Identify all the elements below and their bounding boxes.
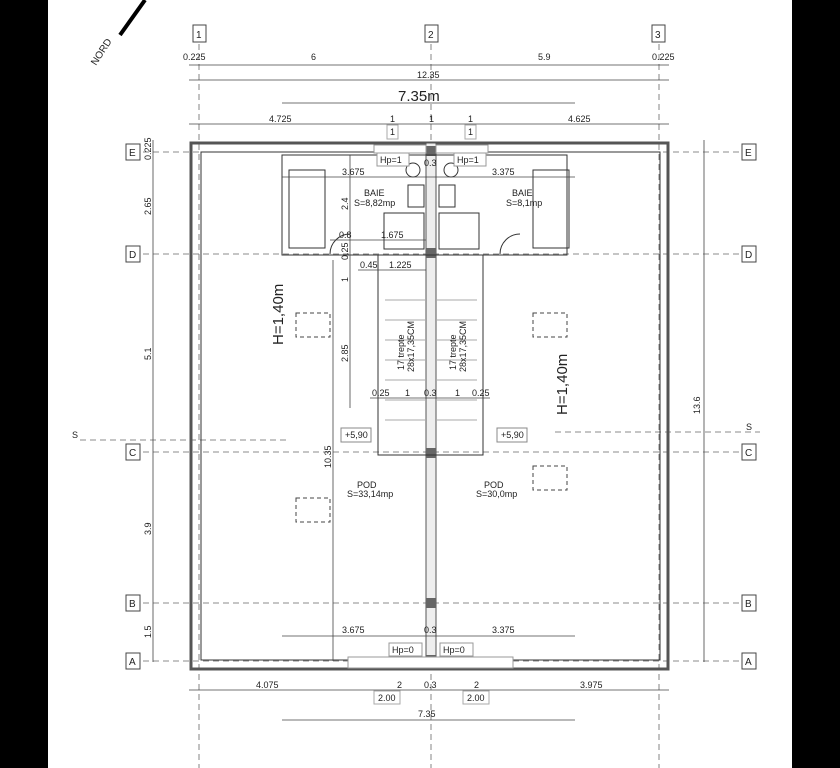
- washer-right-icon: [438, 212, 480, 250]
- dim-top-m2: 1: [429, 114, 434, 124]
- hp-top-right: Hp=1: [457, 155, 479, 165]
- toilet-right-icon: [438, 184, 456, 208]
- dim-inner-08: 0.8: [339, 230, 352, 240]
- axis-3: 3: [655, 30, 661, 41]
- dim-inner-1: 1: [340, 277, 350, 282]
- washer-left-icon: [383, 212, 425, 250]
- room-pod-left-area: S=33,14mp: [347, 489, 393, 499]
- room-baie-right-name: BAIE: [512, 188, 533, 198]
- dim-left-cb: 3.9: [143, 522, 153, 535]
- axis-B-right: B: [745, 599, 752, 610]
- dim-bottom-inner-3: 3.375: [492, 625, 515, 635]
- dim-left-dc: 5.1: [143, 347, 153, 360]
- dim-stair-1a: 1: [405, 388, 410, 398]
- dim-right-total: 13.6: [692, 396, 702, 414]
- axis-1: 1: [196, 30, 202, 41]
- dim-bottom-a: 4.075: [256, 680, 279, 690]
- stairs: 17 trepte 28x17,35CM 17 trepte 28x17,35C…: [385, 299, 477, 421]
- axis-C-left: C: [129, 448, 136, 459]
- dim-top-r: 4.625: [568, 114, 591, 124]
- dim-top-m3: 1: [468, 114, 473, 124]
- axis-2: 2: [428, 30, 434, 41]
- dim-stair-025a: 0.25: [372, 388, 390, 398]
- dim-inner-1225: 1.225: [389, 260, 412, 270]
- dim-left-e: 0.225: [143, 137, 153, 160]
- level-right: +5,90: [501, 430, 524, 440]
- height-left: H=1,40m: [270, 284, 287, 345]
- axis-A-left: A: [129, 657, 136, 668]
- dim-top-box1: 1: [390, 127, 395, 137]
- hp-bottom-right: Hp=0: [443, 645, 465, 655]
- bathtub-left-icon: [288, 169, 326, 249]
- dim-stair-025b: 0.25: [472, 388, 490, 398]
- dim-top-d: 0.225: [652, 52, 675, 62]
- dim-top-a: 0.225: [183, 52, 206, 62]
- dim-inner-w3: 3.375: [492, 167, 515, 177]
- axis-E-right: E: [745, 148, 752, 159]
- dim-inner-w1: 3.675: [342, 167, 365, 177]
- dim-bottom-box1: 2.00: [378, 693, 396, 703]
- dim-left-ed: 2.65: [143, 197, 153, 215]
- stairs-left-steps: 17 trepte: [396, 334, 406, 370]
- room-baie-left-name: BAIE: [364, 188, 385, 198]
- side-dimensions: 0.225 2.65 5.1 3.9 1.5 13.6: [143, 137, 705, 662]
- dim-bottom-box2: 2.00: [467, 693, 485, 703]
- dim-top-m1: 1: [390, 114, 395, 124]
- bathtub-right-icon: [532, 169, 570, 249]
- roof-windows: [295, 312, 568, 523]
- walls: [189, 141, 670, 671]
- axis-C-right: C: [745, 448, 752, 459]
- dim-bottom-c: 0.3: [424, 680, 437, 690]
- dim-inner-1675: 1.675: [381, 230, 404, 240]
- dim-inner-285: 2.85: [340, 344, 350, 362]
- axis-E-left: E: [129, 148, 136, 159]
- axis-A-right: A: [745, 657, 752, 668]
- room-baie-left-area: S=8,82mp: [354, 198, 395, 208]
- dim-top-total: 12.35: [417, 70, 440, 80]
- room-pod-right-area: S=30,0mp: [476, 489, 517, 499]
- dim-bottom-inner-2: 0.3: [424, 625, 437, 635]
- top-dimensions: 0.225 6 5.9 0.225 12.35 7.35m 4.725 1 1 …: [183, 52, 675, 140]
- dim-bottom-e: 3.975: [580, 680, 603, 690]
- room-labels: BAIE S=8,82mp BAIE S=8,1mp POD S=33,14mp…: [270, 152, 571, 657]
- section-mark-right: S: [746, 422, 752, 432]
- dim-inner-1035: 10.35: [323, 445, 333, 468]
- hp-top-left: Hp=1: [380, 155, 402, 165]
- dim-left-ba: 1.5: [143, 625, 153, 638]
- bottom-dimensions: 4.075 2 0.3 2 3.975 2.00 2.00 7.35: [189, 680, 669, 721]
- height-right: H=1,40m: [554, 354, 571, 415]
- inner-dimensions: 3.675 0.3 3.375 2.4 0.8 1.675 0.25 0.45 …: [282, 155, 575, 661]
- dim-bottom-inner-1: 3.675: [342, 625, 365, 635]
- stairs-right-size: 28x17,35CM: [458, 321, 468, 372]
- dim-top-main: 7.35m: [398, 88, 440, 105]
- axis-markers: 1 2 3 E D C B A E D C B A: [125, 24, 757, 670]
- toilet-left-icon: [407, 184, 425, 208]
- hp-bottom-left: Hp=0: [392, 645, 414, 655]
- axis-D-right: D: [745, 250, 752, 261]
- dim-stair-1b: 1: [455, 388, 460, 398]
- dim-bottom-total: 7.35: [418, 709, 436, 719]
- stairs-left-size: 28x17,35CM: [406, 321, 416, 372]
- dim-top-b: 6: [311, 52, 316, 62]
- dim-inner-h1: 2.4: [340, 197, 350, 210]
- axis-D-left: D: [129, 250, 136, 261]
- dim-inner-025: 0.25: [340, 242, 350, 260]
- axis-B-left: B: [129, 599, 136, 610]
- dim-bottom-d: 2: [474, 680, 479, 690]
- room-pod-right-name: POD: [484, 480, 504, 490]
- section-mark-left: S: [72, 430, 78, 440]
- door-right-icon: [499, 233, 521, 255]
- dim-top-c: 5.9: [538, 52, 551, 62]
- dim-bottom-b: 2: [397, 680, 402, 690]
- dim-stair-03: 0.3: [424, 388, 437, 398]
- stairs-right-steps: 17 trepte: [448, 334, 458, 370]
- dim-top-box2: 1: [468, 127, 473, 137]
- dim-inner-w2: 0.3: [424, 158, 437, 168]
- level-left: +5,90: [345, 430, 368, 440]
- room-baie-right-area: S=8,1mp: [506, 198, 542, 208]
- room-pod-left-name: POD: [357, 480, 377, 490]
- dim-top-l: 4.725: [269, 114, 292, 124]
- dim-inner-045: 0.45: [360, 260, 378, 270]
